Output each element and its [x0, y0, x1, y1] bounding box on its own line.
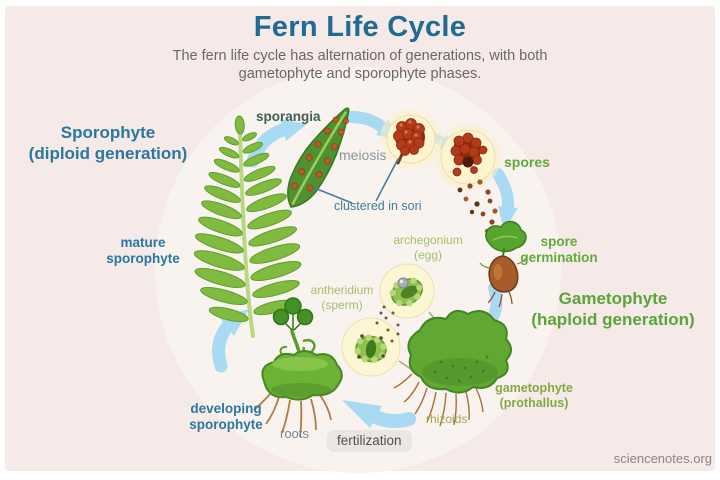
arrow-fertilization-left-icon [342, 400, 416, 429]
spore-germination-label: spore germination [520, 234, 598, 266]
life-cycle-arrows [212, 111, 518, 429]
rhizoids-icon [393, 373, 484, 427]
mature-fern-frond-icon [193, 115, 302, 338]
antheridium-icon [341, 305, 401, 377]
gametophyte-phase-heading: Gametophyte (haploid generation) [531, 289, 695, 329]
archegonium-icon [379, 263, 435, 319]
subtitle-line2: gametophyte and sporophyte phases. [238, 65, 482, 82]
watermark: sciencenotes.org [613, 451, 712, 466]
sporangium-intact-icon [380, 108, 442, 170]
rhizoids-label: rhizoids [426, 412, 468, 426]
mature-sporophyte-label: mature sporophyte [106, 235, 180, 267]
archegonium-label: archegonium (egg) [393, 233, 463, 262]
roots-icon [253, 392, 332, 438]
fertilization-badge: fertilization [327, 430, 412, 453]
sporophyte-phase-heading: Sporophyte (diploid generation) [28, 123, 188, 163]
page-title: Fern Life Cycle [253, 11, 467, 43]
developing-sporophyte-icon [253, 297, 343, 438]
germinating-spore-icon [479, 220, 527, 308]
meiosis-label: meiosis [339, 147, 387, 163]
sori-leaf-icon [287, 107, 350, 208]
prothallus-icon [393, 309, 512, 427]
spores-label: spores [504, 154, 550, 170]
page-subtitle: The fern life cycle has alternation of g… [173, 48, 548, 83]
clustered-in-sori-label: clustered in sori [334, 199, 422, 213]
gametophyte-prothallus-label: gametophyte (prothallus) [495, 381, 573, 411]
developing-sporophyte-label: developing sporophyte [189, 401, 263, 433]
antheridium-label: antheridium (sperm) [310, 283, 374, 312]
roots-label: roots [280, 426, 309, 441]
egg-cell-icon [397, 277, 409, 289]
sporangia-label: sporangia [256, 109, 321, 124]
young-leaves-icon [272, 297, 314, 331]
sporangium-bursting-icon [435, 124, 501, 239]
sperm-dots-icon [357, 305, 400, 359]
subtitle-line1: The fern life cycle has alternation of g… [172, 48, 548, 64]
sori-callout-lines [311, 158, 399, 204]
